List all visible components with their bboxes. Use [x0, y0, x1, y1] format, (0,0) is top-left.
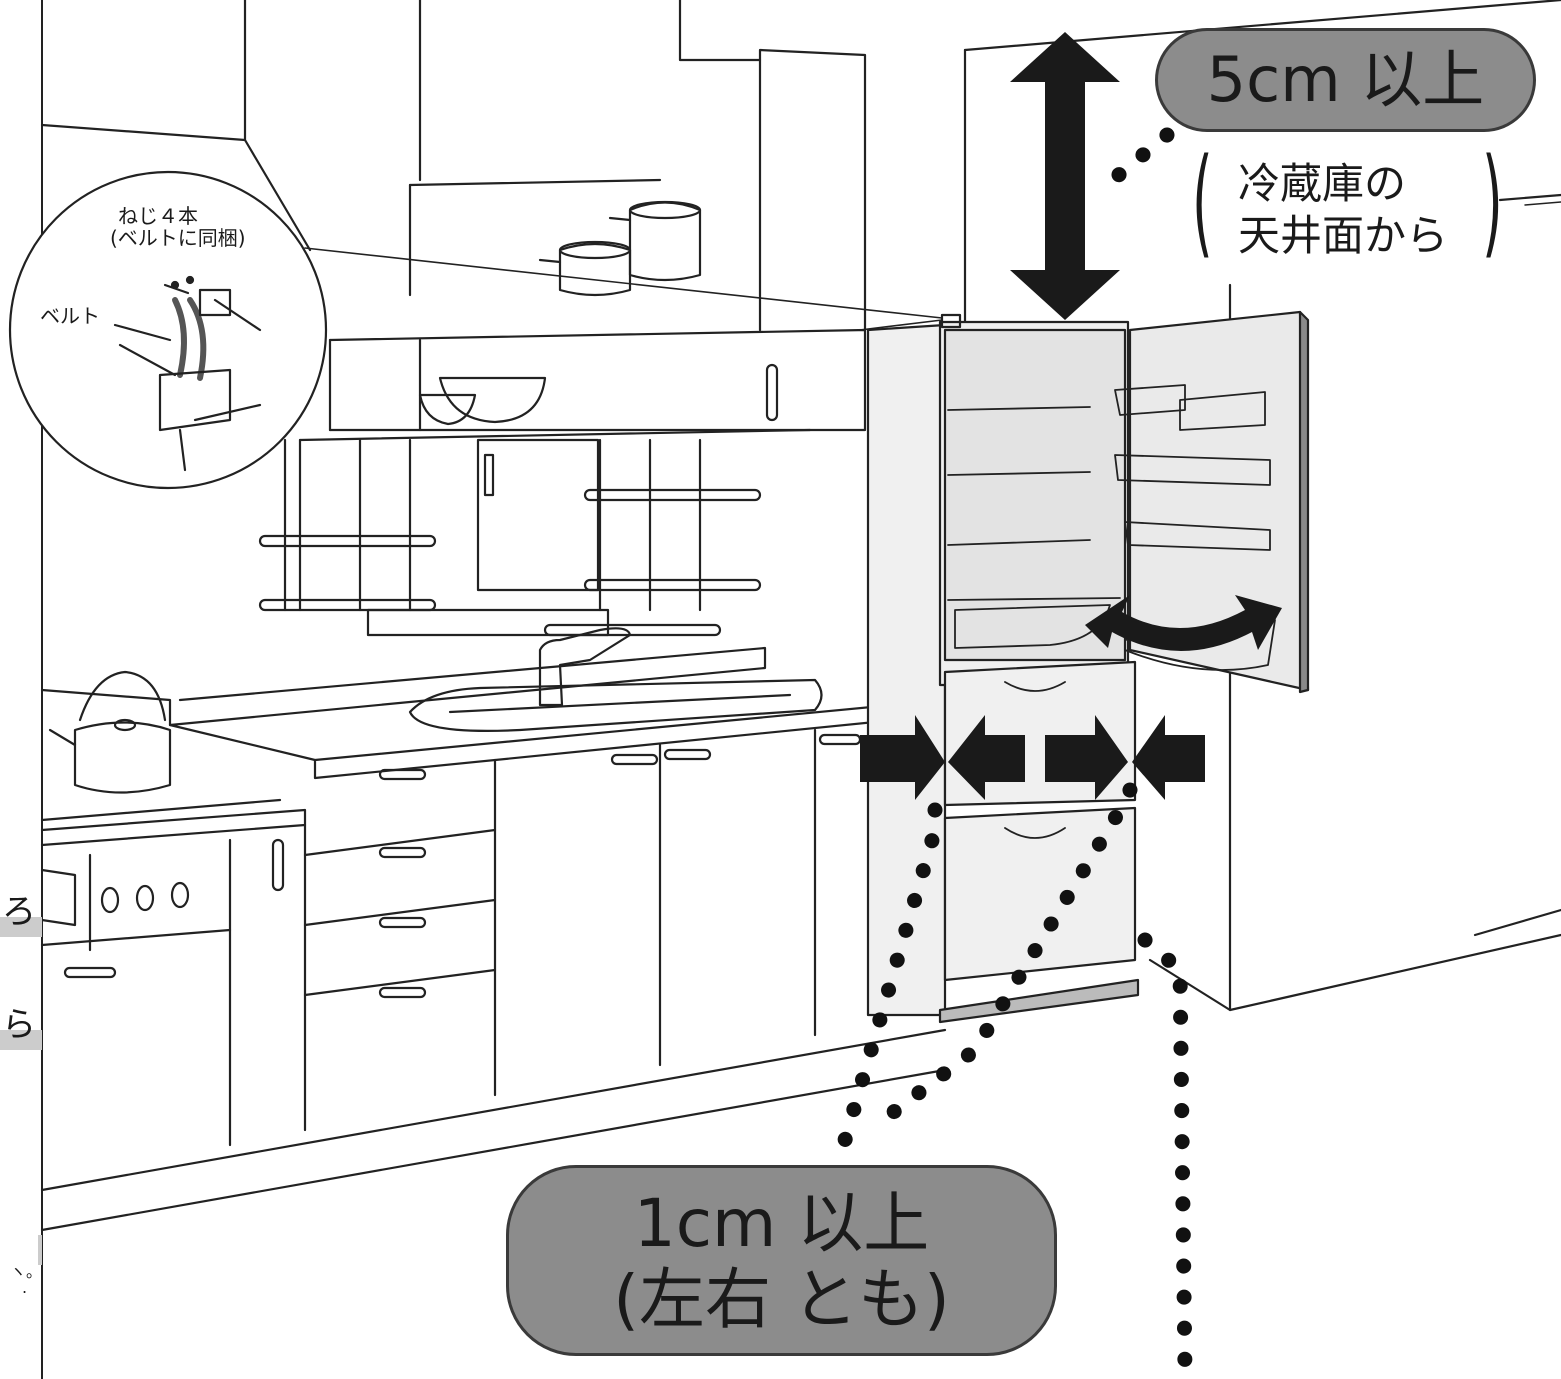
top-clearance-value: 5cm 以上 [1206, 43, 1485, 116]
door-swing-arrow [1085, 595, 1282, 651]
margin-fragment-3: ヽ。 [10, 1262, 43, 1281]
refrigerator [866, 310, 1310, 1024]
dotted-leader-lines [837, 127, 1193, 1378]
inset-belt-label: ベルト [40, 304, 100, 328]
upper-cabinets [40, 0, 867, 432]
lower-cabinets [40, 728, 947, 1232]
bowls [418, 376, 547, 426]
countertop [40, 646, 947, 847]
margin-fragment-4: . [22, 1278, 28, 1297]
pots [538, 200, 702, 297]
note-close-paren: ) [1482, 132, 1503, 270]
refrigerator-shelves [947, 384, 1276, 839]
note-leader-line [1524, 201, 1561, 206]
window [366, 438, 610, 637]
margin-fragment-1: ろ [2, 892, 36, 932]
top-clearance-pill: 5cm 以上 [1155, 28, 1536, 132]
side-clearance-note: (左右 とも) [613, 1261, 950, 1338]
side-clearance-arrows [860, 715, 1205, 800]
margin-fragment-boxes [0, 917, 42, 1265]
margin-fragment-2: ら [2, 1005, 36, 1045]
kettle [48, 670, 172, 794]
note-open-paren: ( [1192, 132, 1213, 270]
top-clearance-arrow [1010, 32, 1120, 320]
top-clearance-note-line1: 冷蔵庫の [1238, 159, 1407, 208]
faucet [538, 627, 632, 707]
belt-mount-point [304, 247, 962, 331]
inset-magnifier [8, 170, 328, 490]
side-clearance-value: 1cm 以上 [633, 1185, 930, 1262]
inset-screws-label: ねじ４本 [118, 204, 198, 228]
inset-screws-note: (ベルトに同梱) [110, 226, 246, 250]
top-clearance-note-line2: 天井面から [1238, 211, 1449, 260]
dish-rack [258, 428, 812, 637]
side-clearance-pill: 1cm 以上 (左右 とも) [506, 1165, 1057, 1356]
